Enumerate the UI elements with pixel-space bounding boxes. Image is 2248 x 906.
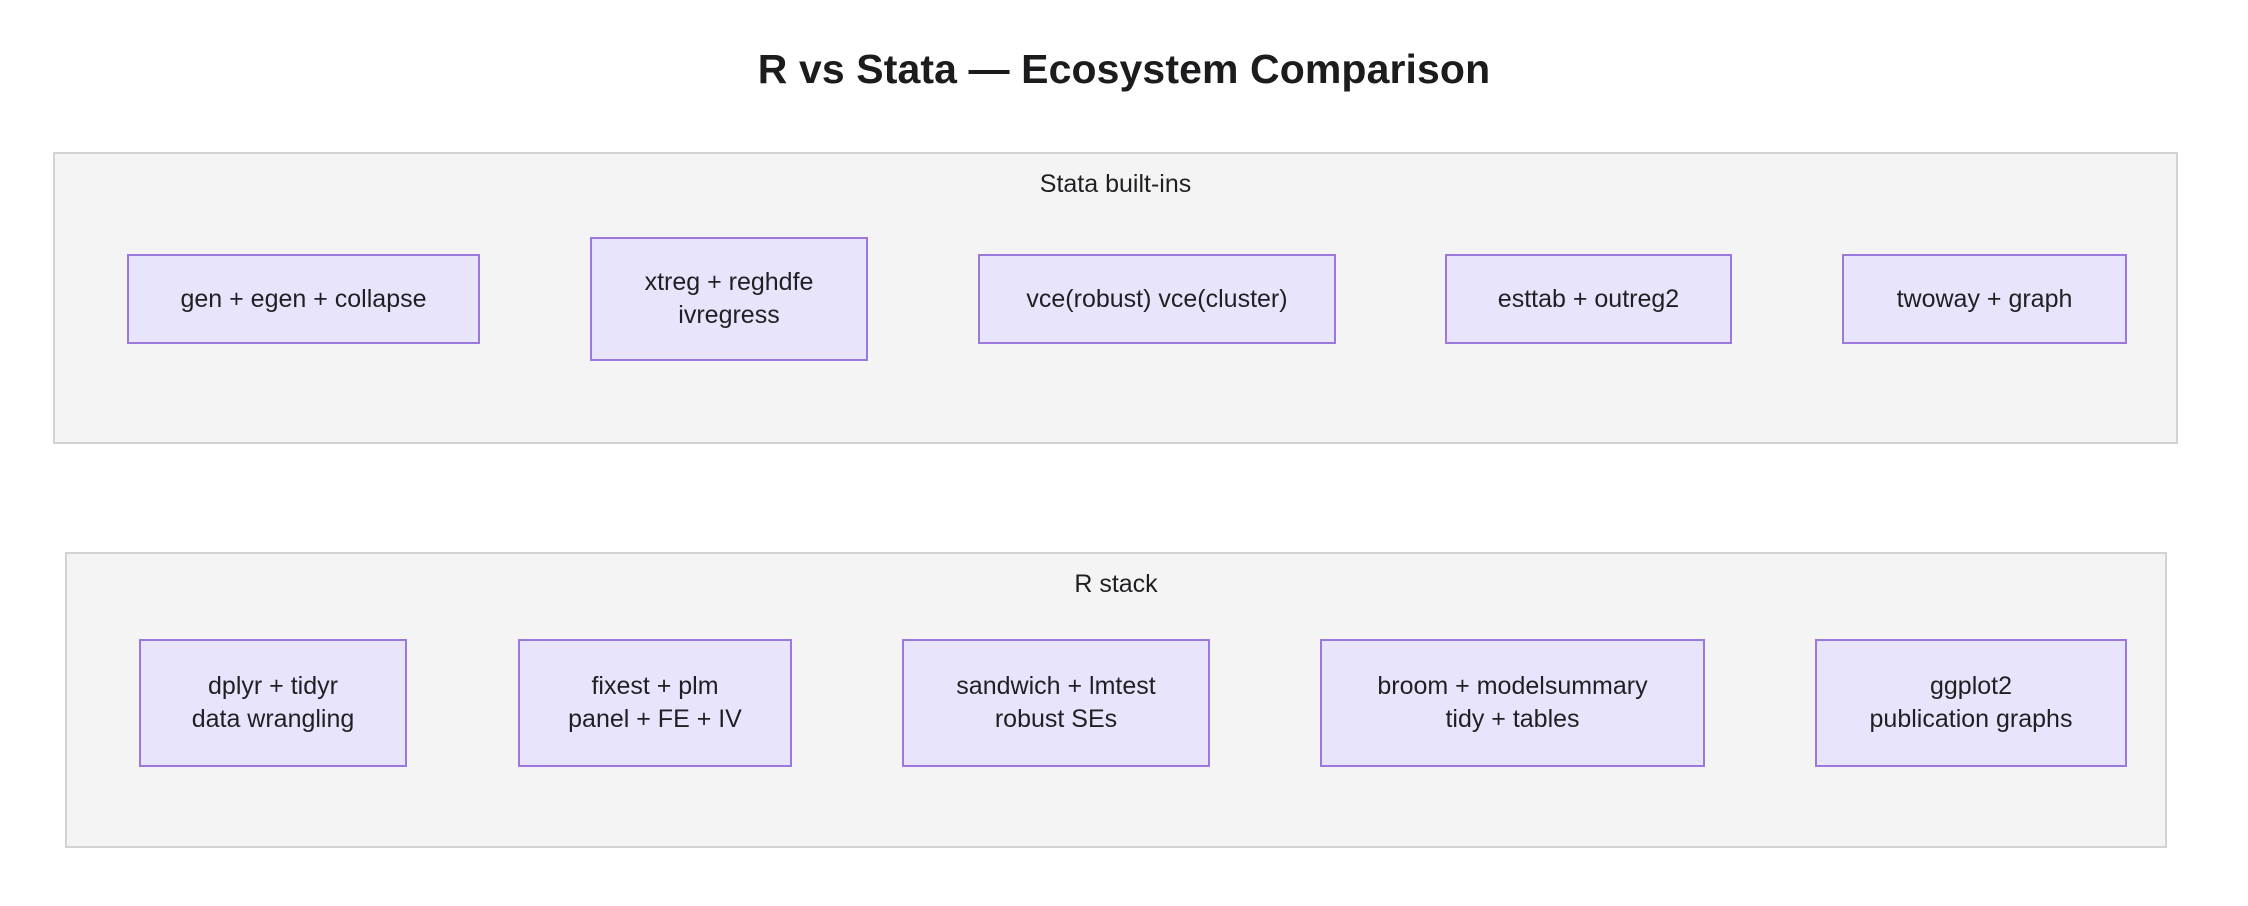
node-label-line2: tidy + tables [1445, 705, 1580, 733]
node-label-line1: broom + modelsummary [1377, 672, 1648, 700]
page-title: R vs Stata — Ecosystem Comparison [757, 46, 1491, 92]
subgraph-label-stata: Stata built-ins [1039, 170, 1192, 198]
node-dplyr-tidyr[interactable]: dplyr + tidyr data wrangling [139, 639, 407, 767]
node-fixest-plm[interactable]: fixest + plm panel + FE + IV [518, 639, 792, 767]
node-label-line2: robust SEs [994, 705, 1118, 733]
node-label-line1: sandwich + lmtest [956, 672, 1156, 700]
node-ggplot2[interactable]: ggplot2 publication graphs [1815, 639, 2127, 767]
node-label-line1: xtreg + reghdfe [644, 268, 814, 296]
subgraph-r-stack: R stack dplyr + tidyr data wrangling fix… [65, 552, 2167, 848]
node-esttab-outreg2[interactable]: esttab + outreg2 [1445, 254, 1732, 344]
node-label-line1: esttab + outreg2 [1497, 284, 1680, 313]
node-label-line1: dplyr + tidyr [208, 672, 338, 700]
node-label-line1: fixest + plm [591, 672, 719, 700]
node-gen-egen-collapse[interactable]: gen + egen + collapse [127, 254, 480, 344]
subgraph-stata-builtins: Stata built-ins gen + egen + collapse xt… [53, 152, 2178, 444]
node-label-line2: publication graphs [1869, 705, 2073, 733]
subgraph-label-r: R stack [1074, 570, 1158, 598]
node-xtreg-reghdfe-ivregress[interactable]: xtreg + reghdfe ivregress [590, 237, 868, 361]
node-label-line1: ggplot2 [1929, 672, 2013, 700]
node-label-line2: ivregress [678, 301, 780, 329]
node-label-line1: gen + egen + collapse [180, 284, 427, 313]
node-label-line1: twoway + graph [1896, 284, 2073, 313]
node-broom-modelsummary[interactable]: broom + modelsummary tidy + tables [1320, 639, 1705, 767]
node-twoway-graph[interactable]: twoway + graph [1842, 254, 2127, 344]
node-sandwich-lmtest[interactable]: sandwich + lmtest robust SEs [902, 639, 1210, 767]
node-label-line2: data wrangling [191, 705, 355, 733]
node-label-line2: panel + FE + IV [568, 705, 742, 733]
node-label-line1: vce(robust) vce(cluster) [1026, 284, 1288, 313]
node-vce-robust-cluster[interactable]: vce(robust) vce(cluster) [978, 254, 1336, 344]
